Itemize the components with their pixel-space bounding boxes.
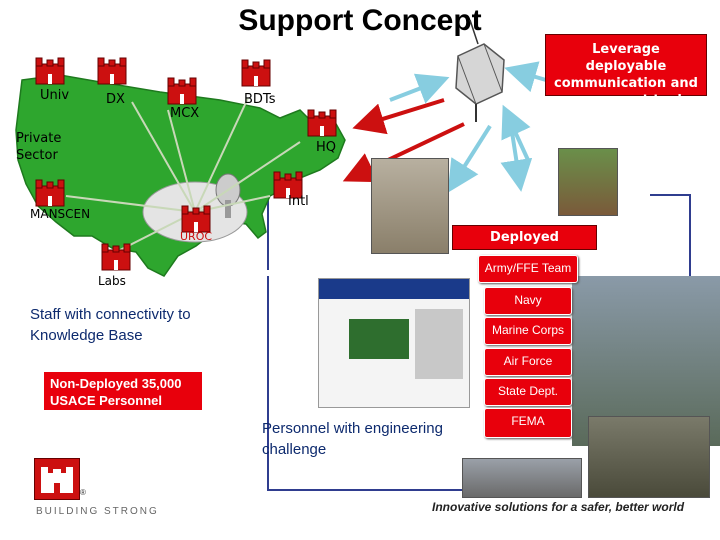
label-mcx: MCX xyxy=(170,106,200,121)
button-air-force[interactable]: Air Force xyxy=(484,348,572,376)
arrow-leverage-to-satellite xyxy=(504,61,547,93)
photo-runway xyxy=(462,458,582,498)
arrow-to-satellite-left xyxy=(389,73,450,104)
label-manscen: MANSCEN xyxy=(30,207,91,221)
leverage-callout: Leverage deployable communication and as… xyxy=(545,34,707,108)
label-intl: Intl xyxy=(288,194,309,209)
label-univ: Univ xyxy=(40,88,70,103)
button-army-ffe-team[interactable]: Army/FFE Team xyxy=(478,255,578,283)
castle-icon-mcx xyxy=(166,76,198,106)
castle-icon-uroc xyxy=(180,204,212,234)
castle-icon-manscen xyxy=(34,178,66,208)
label-uroc: UROC xyxy=(180,230,213,243)
photo-field-team xyxy=(371,158,449,254)
feedback-loop-line xyxy=(267,194,691,491)
arrow-satellite-to-field xyxy=(500,131,533,192)
arrow-satellite-to-personnel xyxy=(447,124,492,193)
personnel-challenge-text: Personnel with engineering challenge xyxy=(262,420,443,458)
label-private-sector: Private Sector xyxy=(16,131,62,163)
innovative-solutions-text: Innovative solutions for a safer, better… xyxy=(432,500,685,514)
building-strong-text: BUILDING STRONG xyxy=(36,506,159,517)
photo-bridge-damage xyxy=(558,148,618,216)
us-map-shape xyxy=(15,74,346,277)
staff-connectivity-text: Staff with connectivity to Knowledge Bas… xyxy=(30,306,191,344)
castle-icon-univ xyxy=(34,56,66,86)
button-navy[interactable]: Navy xyxy=(484,287,572,315)
photo-document-screen xyxy=(318,278,470,408)
label-dx: DX xyxy=(106,92,125,107)
label-hq: HQ xyxy=(316,140,337,155)
page-title: Support Concept xyxy=(238,4,482,37)
non-deployed-box: Non-Deployed 35,000 USACE Personnel xyxy=(44,372,202,410)
arrow-field-to-satellite xyxy=(501,104,531,161)
castle-icon-bdts xyxy=(240,58,272,88)
usace-logo xyxy=(34,458,80,500)
satellite-icon xyxy=(455,19,505,122)
registered-mark: ® xyxy=(80,488,86,497)
castle-icon-dx xyxy=(96,56,128,86)
arrow-satellite-to-hq xyxy=(352,98,445,135)
button-marine-corps[interactable]: Marine Corps xyxy=(484,317,572,345)
button-state-dept[interactable]: State Dept. xyxy=(484,378,572,406)
photo-soldiers-equipment xyxy=(588,416,710,498)
button-fema[interactable]: FEMA xyxy=(484,408,572,438)
label-bdts: BDTs xyxy=(244,92,276,107)
label-labs: Labs xyxy=(98,274,126,288)
castle-icon-labs xyxy=(100,242,132,272)
castle-icon-hq xyxy=(306,108,338,138)
arrow-satellite-to-intl xyxy=(342,122,465,183)
castle-icon-intl xyxy=(272,170,304,200)
deployed-personnel-header: Deployed Personnel xyxy=(452,225,597,268)
